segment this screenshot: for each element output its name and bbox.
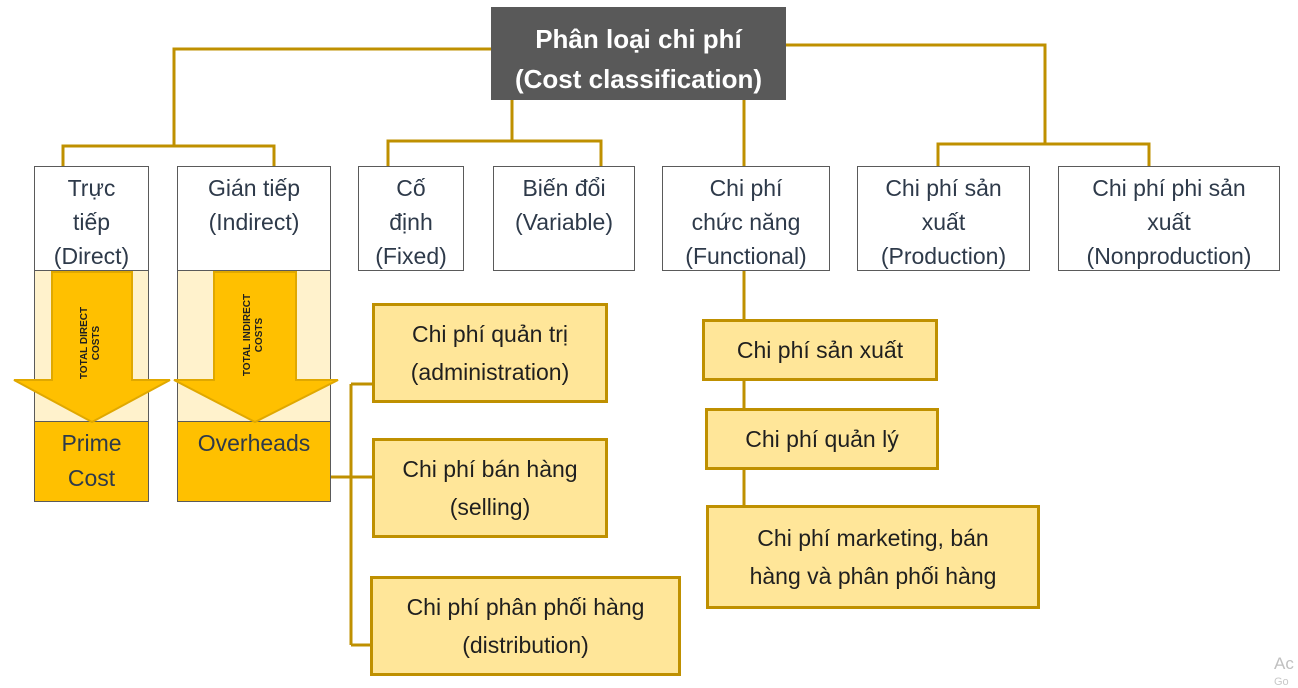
connector-direct-indirect-bar (61, 144, 276, 166)
functional-item-production: Chi phí sản xuất (702, 319, 938, 381)
category-fixed-line-2: định (389, 209, 433, 235)
selling-line-2: (selling) (449, 494, 531, 520)
functional-production-label: Chi phí sản xuất (736, 337, 904, 363)
overhead-item-distribution: Chi phí phân phối hàng (distribution) (370, 576, 681, 676)
connector-fixed-variable-bar (386, 139, 603, 166)
connector-overheads-items (330, 382, 374, 647)
category-functional: Chi phí chức năng (Functional) (662, 166, 830, 271)
watermark-line-1: Ac (1274, 654, 1294, 673)
arrow-direct-line-1: TOTAL DIRECT (79, 306, 90, 380)
prime-cost-line-1: Prime (61, 430, 122, 456)
title-box: Phân loại chi phí (Cost classification) (491, 7, 786, 100)
category-production-line-3: (Production) (880, 243, 1007, 269)
marketing-line-1: Chi phí marketing, bán (757, 525, 989, 551)
arrow-indirect-line-2: COSTS (254, 317, 265, 353)
functional-item-marketing: Chi phí marketing, bán hàng và phân phối… (706, 505, 1040, 609)
category-nonproduction-line-1: Chi phí phi sản (1092, 175, 1246, 201)
connector-production-bar (936, 142, 1151, 166)
administration-line-2: (administration) (410, 359, 570, 385)
administration-line-1: Chi phí quản trị (412, 321, 568, 347)
arrow-down-indirect-icon (173, 271, 339, 424)
title-line-1: Phân loại chi phí (535, 24, 742, 54)
arrow-down-direct-icon (13, 271, 171, 424)
category-functional-line-3: (Functional) (685, 243, 807, 269)
functional-management-label: Chi phí quản lý (745, 426, 899, 452)
category-nonproduction: Chi phí phi sản xuất (Nonproduction) (1058, 166, 1280, 271)
distribution-line-1: Chi phí phân phối hàng (406, 594, 645, 620)
title-line-2: (Cost classification) (514, 64, 763, 94)
watermark-line-2: Go (1274, 676, 1289, 688)
category-production-line-1: Chi phí sản (885, 175, 1002, 201)
category-production-line-2: xuất (921, 209, 966, 235)
category-indirect-line-1: Gián tiếp (207, 175, 301, 201)
category-functional-line-1: Chi phí (709, 175, 783, 201)
category-direct: Trực tiếp (Direct) (34, 166, 149, 271)
overhead-item-administration: Chi phí quản trị (administration) (372, 303, 608, 403)
arrow-label-indirect: TOTAL INDIRECT COSTS (242, 276, 268, 394)
category-fixed-line-3: (Fixed) (375, 243, 447, 269)
category-indirect-line-2: (Indirect) (208, 209, 300, 235)
category-direct-line-2: tiếp (72, 209, 111, 235)
prime-cost-line-2: Cost (67, 465, 116, 491)
result-prime-cost: Prime Cost (34, 421, 149, 502)
connector-title-direct-indirect (172, 47, 491, 146)
category-direct-line-3: (Direct) (53, 243, 130, 269)
category-direct-line-1: Trực (67, 175, 116, 201)
selling-line-1: Chi phí bán hàng (402, 456, 578, 482)
overhead-item-selling: Chi phí bán hàng (selling) (372, 438, 608, 538)
category-fixed-line-1: Cố (396, 175, 426, 201)
category-variable-line-1: Biến đổi (522, 175, 606, 201)
category-functional-line-2: chức năng (691, 209, 801, 235)
category-nonproduction-line-3: (Nonproduction) (1086, 243, 1252, 269)
overheads-label: Overheads (197, 430, 311, 456)
category-variable: Biến đổi (Variable) (493, 166, 635, 271)
functional-item-management: Chi phí quản lý (705, 408, 939, 470)
connector-title-production (785, 43, 1047, 144)
marketing-line-2: hàng và phân phối hàng (749, 563, 997, 589)
category-indirect: Gián tiếp (Indirect) (177, 166, 331, 271)
arrow-label-direct: TOTAL DIRECT COSTS (79, 293, 105, 393)
arrow-indirect-line-1: TOTAL INDIRECT (242, 293, 253, 377)
arrow-direct-line-2: COSTS (91, 325, 102, 361)
category-nonproduction-line-2: xuất (1147, 209, 1191, 235)
distribution-line-2: (distribution) (462, 632, 589, 658)
category-variable-line-2: (Variable) (515, 209, 613, 235)
category-fixed: Cố định (Fixed) (358, 166, 464, 271)
category-production: Chi phí sản xuất (Production) (857, 166, 1030, 271)
result-overheads: Overheads (177, 421, 331, 502)
